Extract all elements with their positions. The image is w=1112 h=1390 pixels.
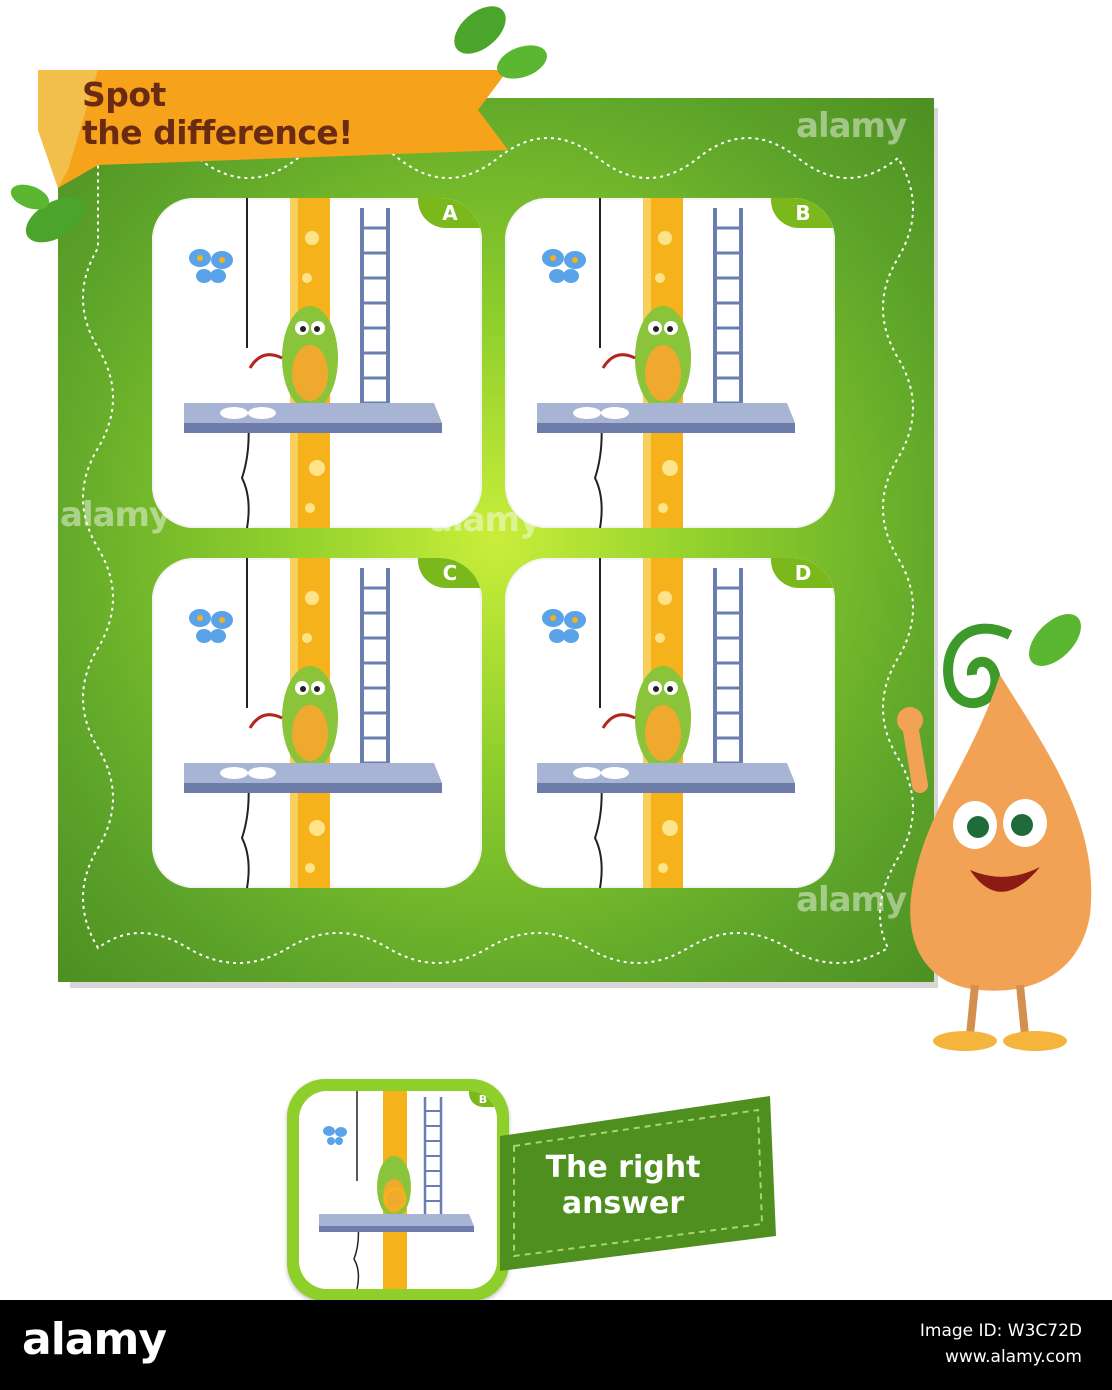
footer-image-id: Image ID: W3C72D: [919, 1321, 1082, 1341]
scene-b: [537, 198, 795, 528]
answer-label: B: [469, 1091, 497, 1107]
butterfly-icon: [542, 249, 586, 283]
answer-scene: [319, 1091, 474, 1289]
butterfly-icon: [189, 249, 233, 283]
wavy-frame: [82, 137, 914, 964]
answer-caption: The right answer: [528, 1150, 718, 1222]
answer-thumbnail[interactable]: B: [287, 1079, 509, 1301]
panel-c[interactable]: C: [152, 558, 482, 888]
answer-caption-line-1: The right: [545, 1150, 701, 1185]
watermark: alamy: [60, 495, 171, 535]
footer-info: Image ID: W3C72D www.alamy.com: [920, 1318, 1082, 1370]
panel-b[interactable]: B: [505, 198, 835, 528]
title-line-1: Spot: [82, 75, 166, 114]
answer-caption-line-2: answer: [561, 1186, 685, 1221]
answer-thumbnail-inner: B: [299, 1091, 497, 1289]
watermark: alamy: [430, 500, 541, 540]
answer-banner: [500, 1096, 776, 1271]
leaves-left-icon: [10, 184, 85, 243]
stock-footer: alamy Image ID: W3C72D www.alamy.com: [0, 1300, 1112, 1390]
mascot-character: [897, 614, 1092, 1051]
watermark: alamy: [796, 880, 907, 920]
title-line-2: the difference!: [82, 113, 353, 152]
scene-a: [184, 198, 442, 528]
page-title: Spot the difference!: [82, 76, 353, 152]
title-banner: [38, 70, 508, 188]
butterfly-icon: [189, 609, 233, 643]
leaves-top-icon: [454, 6, 547, 79]
watermark: alamy: [796, 106, 907, 146]
scene-d: [537, 558, 795, 888]
scene-c: [184, 558, 442, 888]
footer-logo: alamy: [22, 1314, 167, 1365]
panel-d[interactable]: D: [505, 558, 835, 888]
panel-a[interactable]: A: [152, 198, 482, 528]
butterfly-icon: [323, 1126, 347, 1145]
footer-site: www.alamy.com: [944, 1347, 1082, 1367]
butterfly-icon: [542, 609, 586, 643]
